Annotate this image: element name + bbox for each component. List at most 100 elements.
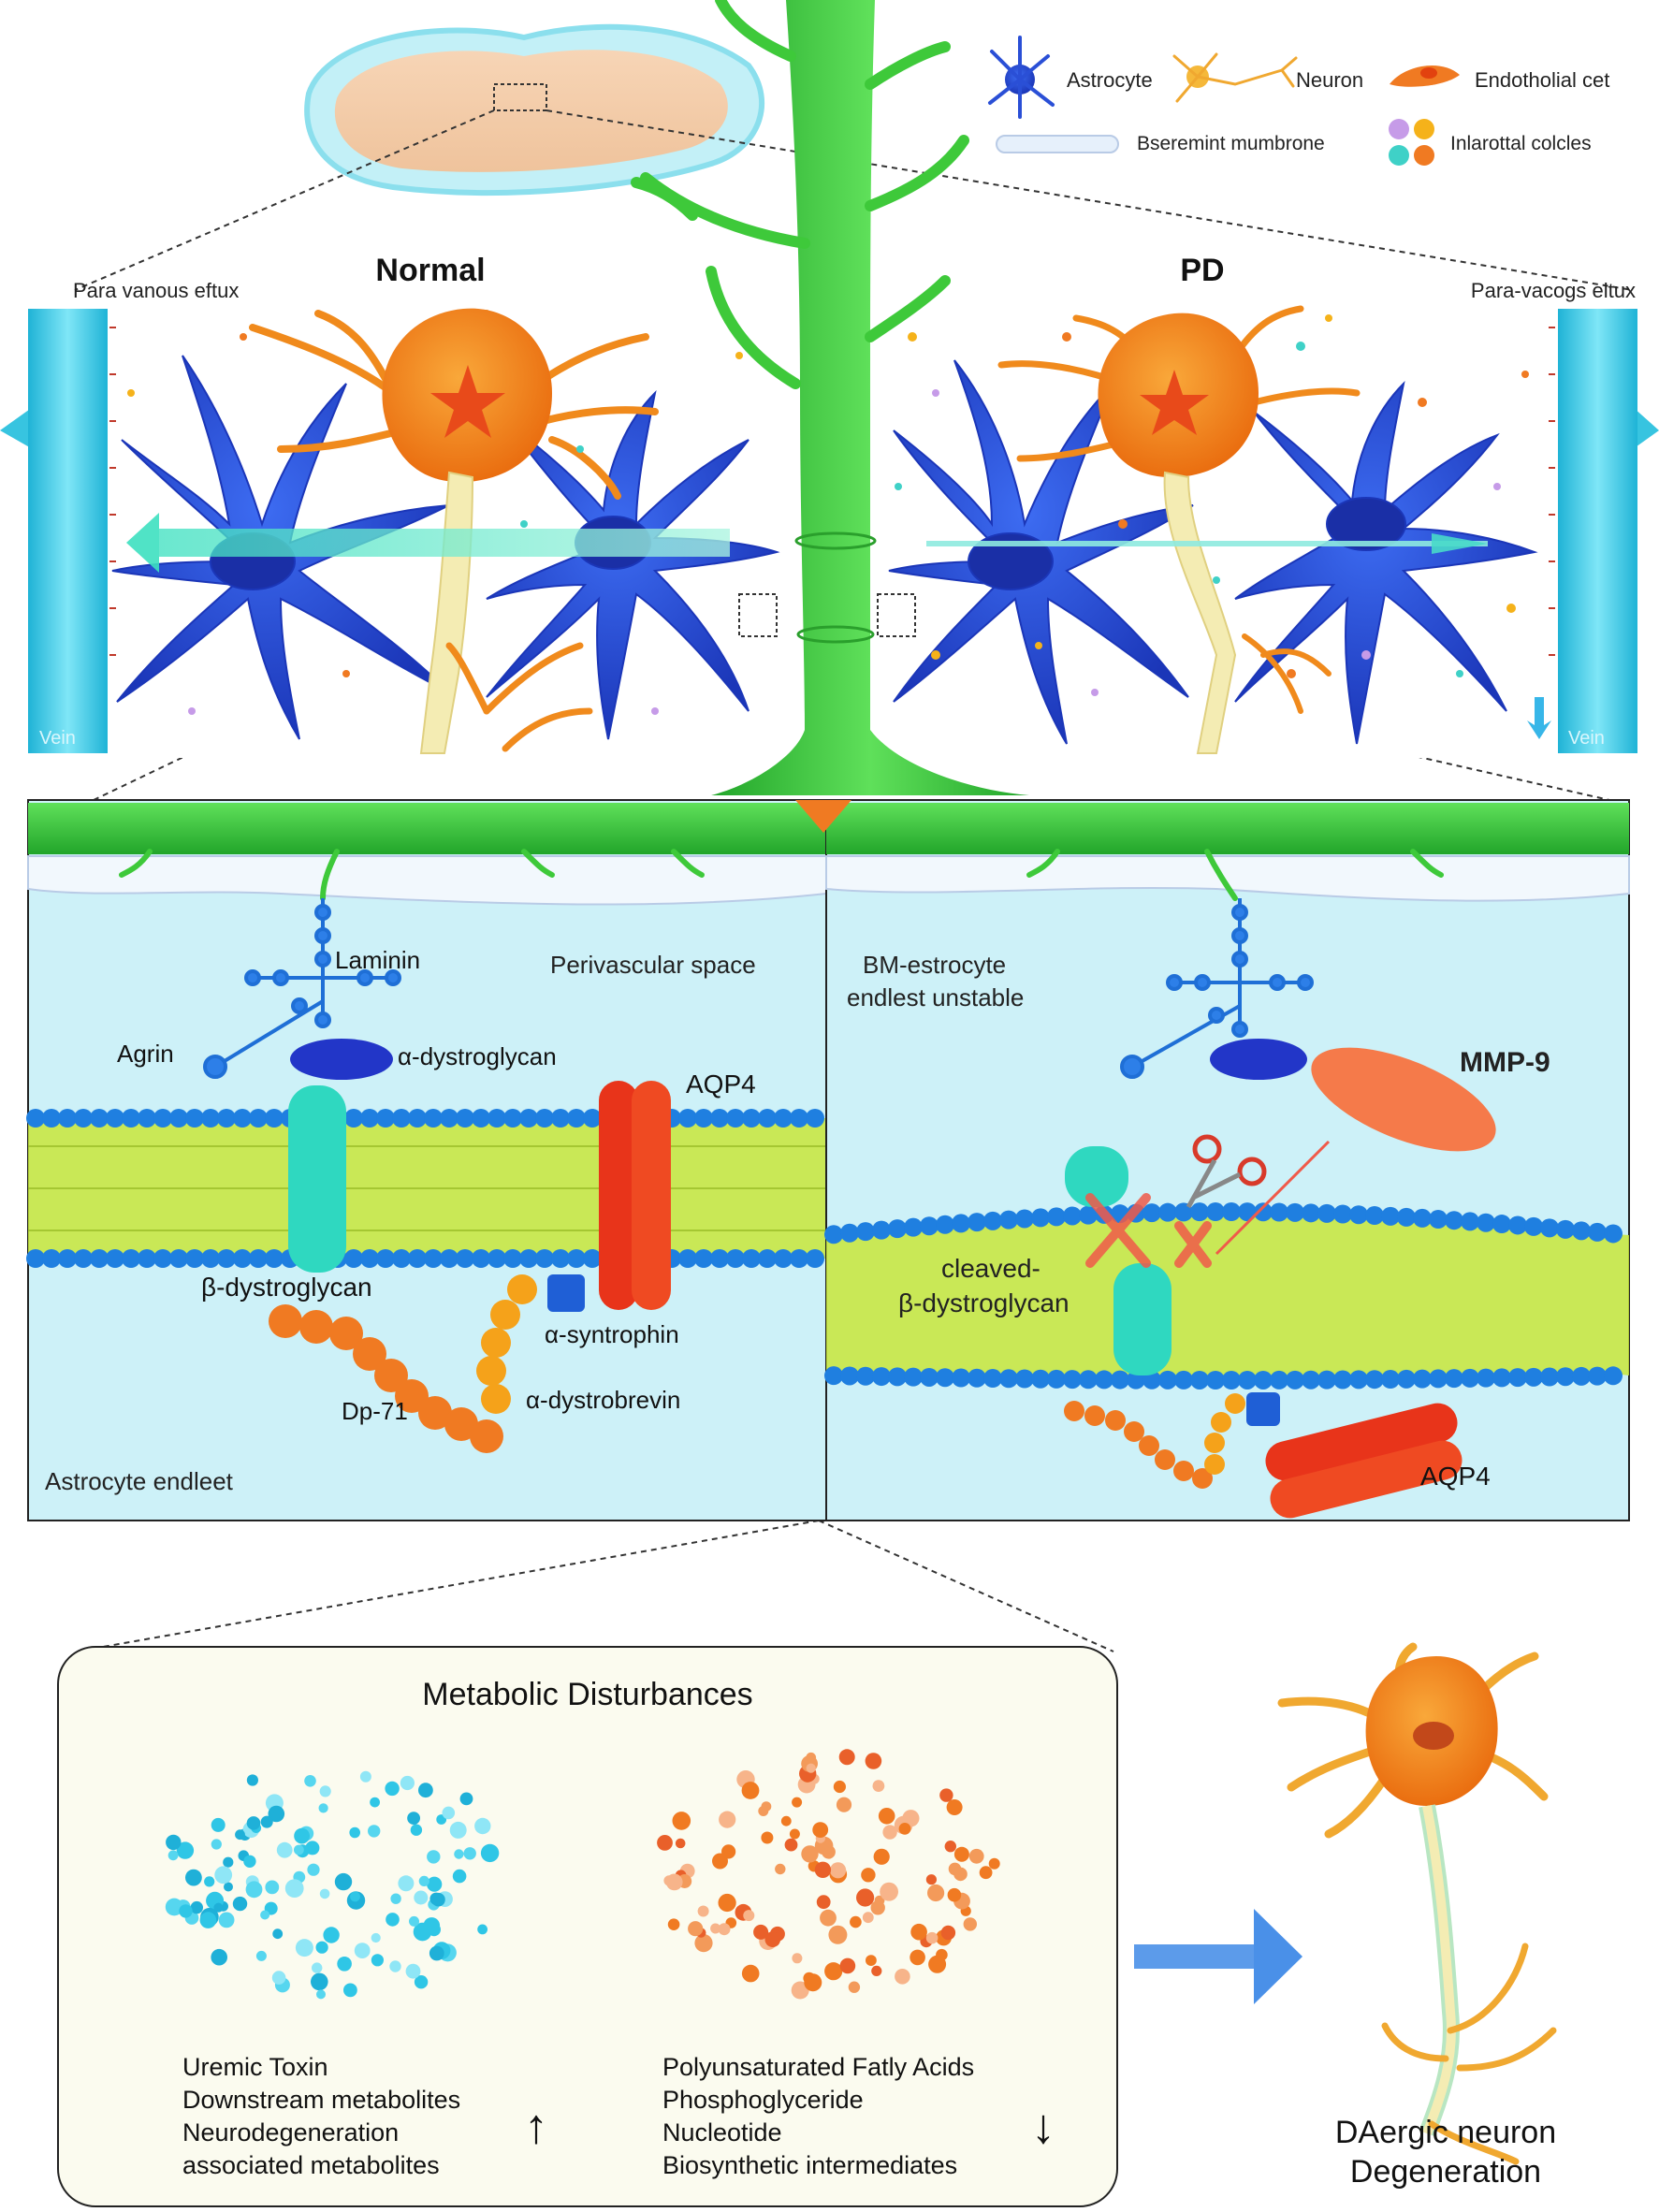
decor-dot <box>185 1109 204 1128</box>
decor-dot <box>839 1957 856 1974</box>
decor-dot <box>472 1109 490 1128</box>
beta-dystroglycan <box>288 1085 346 1273</box>
decor-dot <box>567 1109 586 1128</box>
decor-dot <box>106 1109 124 1128</box>
decor-dot <box>1572 1366 1591 1386</box>
pd-alpha-dystroglycan <box>1210 1039 1307 1080</box>
decor-dot <box>710 1249 729 1268</box>
decor-dot <box>840 1366 859 1386</box>
decor-dot <box>952 1368 970 1388</box>
decor-dot <box>1556 1219 1575 1239</box>
decor-dot <box>235 1829 245 1841</box>
decor-dot <box>255 1950 267 1961</box>
decor-dot <box>968 1213 986 1232</box>
decor-dot <box>792 1797 803 1808</box>
decor-dot <box>925 1931 939 1944</box>
decor-dot <box>535 1109 554 1128</box>
decor-dot <box>1524 1216 1543 1236</box>
decor-dot <box>190 1900 203 1914</box>
down-item-3: Nucleotide <box>662 2118 782 2147</box>
decor-dot <box>694 1109 713 1128</box>
decor-dot <box>1349 1370 1368 1390</box>
decor-dot <box>418 1783 433 1798</box>
decor-dot <box>741 1782 760 1799</box>
decor-dot <box>477 1924 488 1935</box>
right-efflux-label: Para-vacogs eltux <box>1471 279 1636 302</box>
alpha-dystrobrevin-label: α-dystrobrevin <box>526 1386 680 1414</box>
decor-dot <box>1349 1205 1368 1225</box>
decor-dot <box>360 1109 379 1128</box>
decor-dot <box>1556 1367 1575 1387</box>
astrocyte-endfeet-label: Astrocyte endleet <box>45 1467 234 1495</box>
decor-dot <box>429 1945 444 1961</box>
legend-solutes-label: Inlarottal colcles <box>1450 133 1592 154</box>
decor-dot <box>1477 1213 1495 1232</box>
legend-neuron-label: Neuron <box>1296 68 1363 92</box>
decor-dot <box>758 1109 777 1128</box>
decor-dot <box>405 1963 421 1979</box>
decor-dot <box>488 1109 506 1128</box>
decor-dot <box>265 1109 284 1128</box>
decor-dot <box>1508 1215 1527 1235</box>
decor-dot <box>1095 1370 1113 1390</box>
decor-dot <box>1047 1207 1066 1227</box>
decor-dot <box>42 1249 61 1268</box>
pd-flow-arrow <box>926 533 1488 554</box>
decor-dot <box>211 1817 226 1832</box>
decor-dot <box>1604 1224 1623 1244</box>
decor-dot <box>820 1909 837 1927</box>
decor-dot <box>474 1817 491 1835</box>
decor-dot <box>260 1815 273 1828</box>
decor-dot <box>878 1808 895 1825</box>
decor-dot <box>318 1803 328 1813</box>
decor-dot <box>936 1368 954 1388</box>
decor-dot <box>463 1847 476 1860</box>
decor-dot <box>947 1887 962 1902</box>
decor-dot <box>260 1910 270 1920</box>
decor-dot <box>276 1841 293 1858</box>
decor-dot <box>519 1109 538 1128</box>
decor-dot <box>201 1109 220 1128</box>
decor-dot <box>790 1109 808 1128</box>
decor-dot <box>824 1225 843 1244</box>
pd-astrocyte-right <box>1234 380 1538 745</box>
decor-dot <box>214 1866 233 1885</box>
pd-membrane-panel: MMP-9 cleaved- β-dystroglycan <box>795 799 1630 1521</box>
decor-dot <box>350 1891 360 1902</box>
decor-dot <box>179 1904 193 1918</box>
dp71-label: Dp-71 <box>342 1397 408 1425</box>
decor-dot <box>1015 1209 1034 1229</box>
brain-thumbnail <box>304 23 765 196</box>
decor-dot <box>213 1902 224 1913</box>
decor-dot <box>1365 1206 1384 1226</box>
legend: Astrocyte Neuron Endotholial cet Bseremi… <box>988 36 1609 166</box>
decor-dot <box>946 1799 963 1815</box>
decor-dot <box>936 1215 954 1234</box>
decor-dot <box>488 1249 506 1268</box>
decor-dot <box>672 1812 691 1830</box>
decor-dot <box>386 1913 400 1927</box>
mmp9-enzyme <box>1311 1047 1496 1152</box>
decor-dot <box>880 1882 898 1901</box>
decor-dot <box>370 1797 380 1808</box>
decor-dot <box>456 1109 474 1128</box>
decor-dot <box>343 1983 357 1998</box>
agrin-label: Agrin <box>117 1040 174 1068</box>
decor-dot <box>1397 1369 1416 1389</box>
decor-dot <box>74 1249 93 1268</box>
decor-dot <box>211 1948 227 1966</box>
vein-right-label: Vein <box>1568 728 1605 749</box>
decor-dot <box>323 1927 340 1943</box>
decor-dot <box>456 1249 474 1268</box>
dystrobrevin-chain <box>476 1274 537 1414</box>
decor-dot <box>169 1109 188 1128</box>
decor-dot <box>804 1973 822 1992</box>
decor-dot <box>1429 1369 1448 1389</box>
decor-dot <box>871 1965 882 1976</box>
decor-dot <box>400 1775 415 1791</box>
decor-dot <box>1270 1370 1288 1390</box>
decor-dot <box>567 1249 586 1268</box>
decor-dot <box>726 1249 745 1268</box>
cleaved-label-line2: β-dystroglycan <box>898 1288 1070 1317</box>
decor-dot <box>1206 1370 1225 1390</box>
